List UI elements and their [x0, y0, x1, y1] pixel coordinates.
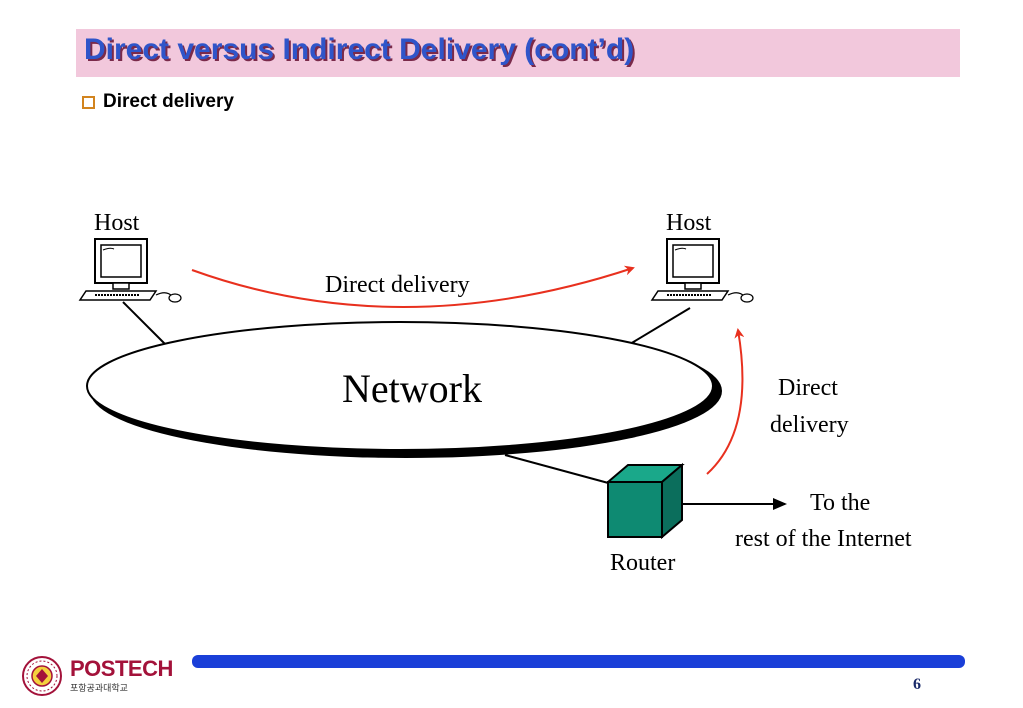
- network-label: Network: [342, 366, 482, 411]
- top-delivery-arrow-icon: [191, 265, 635, 308]
- bullet-square-icon: [82, 95, 95, 109]
- right-host-link: [629, 307, 691, 345]
- footer-bar: [192, 655, 965, 668]
- page-number: 6: [913, 676, 921, 693]
- right-delivery-label-line1: Direct: [778, 375, 838, 401]
- right-delivery-label-line2: delivery: [770, 412, 849, 438]
- logo-name: POSTECH: [70, 656, 173, 681]
- internet-label-line1: To the: [810, 490, 870, 516]
- left-host-label: Host: [94, 210, 140, 236]
- right-host-computer-icon: [650, 238, 754, 303]
- router-icon: [605, 462, 685, 540]
- router-link: [504, 454, 613, 485]
- logo-subtitle: 포항공과대학교: [70, 684, 128, 694]
- router-label: Router: [610, 550, 675, 576]
- title-bar: [76, 29, 960, 77]
- top-delivery-label: Direct delivery: [325, 272, 470, 298]
- network-ellipse: [86, 321, 722, 458]
- left-host-link: [122, 301, 166, 345]
- internet-label-line2: rest of the Internet: [735, 526, 912, 552]
- bullet-item: Direct delivery: [82, 91, 234, 113]
- bullet-text: Direct delivery: [103, 91, 234, 112]
- left-host-computer-icon: [78, 238, 182, 303]
- right-host-label: Host: [666, 210, 712, 236]
- postech-logo: POSTECH 포항공과대학교: [20, 654, 173, 698]
- right-delivery-arrow-icon: [706, 328, 745, 475]
- postech-emblem-icon: [22, 656, 62, 696]
- slide-title: Direct versus Indirect Delivery (cont’d): [84, 33, 635, 66]
